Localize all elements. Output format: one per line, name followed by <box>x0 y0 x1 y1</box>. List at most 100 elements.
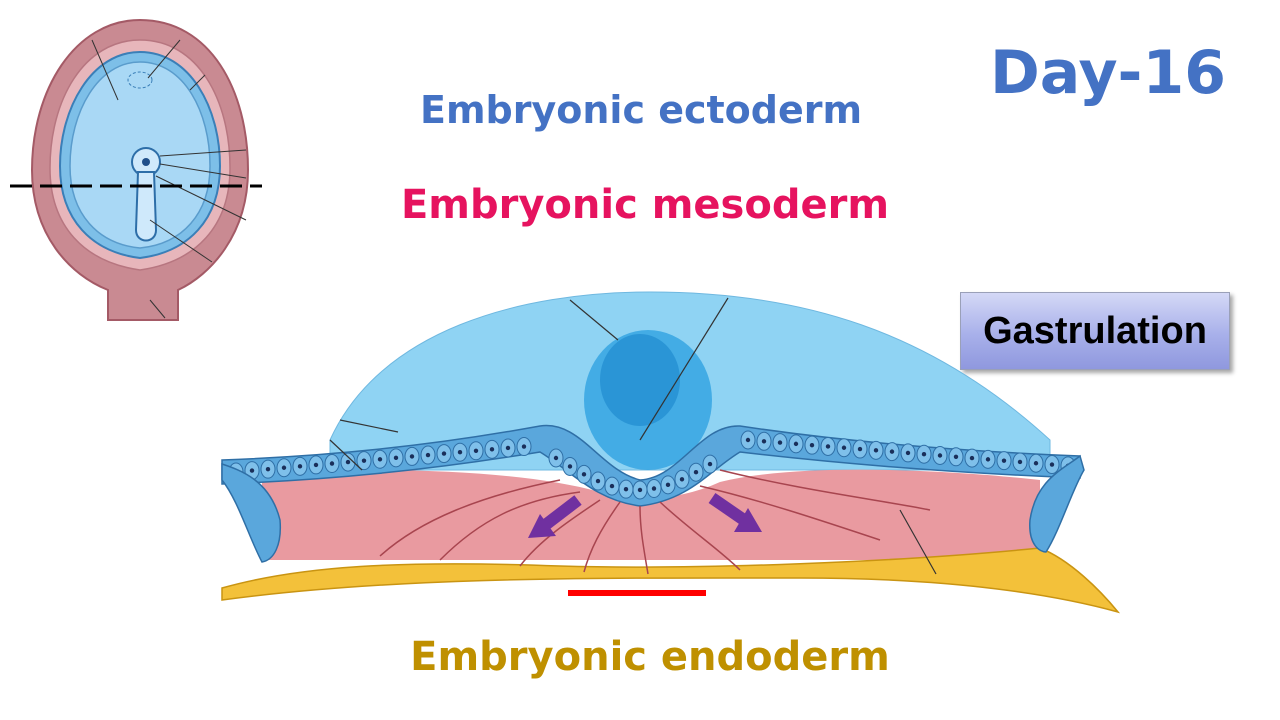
ectoderm-cell <box>404 446 420 466</box>
ectoderm-cell <box>1044 455 1060 475</box>
cell-nucleus <box>425 452 431 458</box>
cell-nucleus <box>521 444 527 449</box>
cell-nucleus <box>873 448 879 453</box>
ectoderm-cell <box>932 446 948 466</box>
ectoderm-cell <box>548 448 564 468</box>
ectoderm-cell <box>1028 453 1044 473</box>
cell-nucleus <box>377 457 383 462</box>
cell-nucleus <box>953 454 959 459</box>
cell-nucleus <box>841 445 847 450</box>
cell-nucleus <box>637 487 643 493</box>
ectoderm-cell-nuclei <box>228 430 1076 500</box>
ectoderm-cell <box>788 434 804 454</box>
ectoderm-cell <box>632 480 648 500</box>
cell-nucleus <box>233 469 239 475</box>
right-migration-arrow-icon <box>708 493 762 532</box>
day-label: Day-16 <box>990 38 1226 108</box>
cell-nucleus <box>777 440 783 445</box>
ectoderm-label: Embryonic ectoderm <box>420 88 863 132</box>
cell-nucleus <box>1033 461 1039 466</box>
ectoderm-cell <box>900 443 916 463</box>
gastrulation-badge: Gastrulation <box>960 292 1230 370</box>
cell-nucleus <box>679 477 685 482</box>
cell-nucleus <box>265 466 271 472</box>
ectoderm-cell <box>372 449 388 469</box>
ectoderm-cell <box>836 438 852 458</box>
cell-nucleus <box>921 452 927 457</box>
ectoderm-cell <box>674 469 690 489</box>
cell-nucleus <box>665 482 671 488</box>
cell-nucleus <box>581 472 587 477</box>
ectoderm-cell <box>228 462 244 482</box>
cell-nucleus <box>969 455 975 461</box>
cell-nucleus <box>489 447 495 452</box>
cell-nucleus <box>985 457 991 462</box>
ectoderm-cell <box>500 438 516 458</box>
ectoderm-cell <box>562 456 578 476</box>
ectoderm-cell <box>868 440 884 460</box>
cell-nucleus <box>761 439 767 444</box>
cell-nucleus <box>393 455 399 461</box>
ectoderm-cell <box>916 444 932 464</box>
ectoderm-cell <box>604 476 620 496</box>
ectoderm-cell <box>948 447 964 467</box>
ectoderm-cell <box>244 461 260 481</box>
ectoderm-cell <box>468 441 484 461</box>
ectoderm-cell <box>356 451 372 471</box>
ectoderm-cell <box>996 451 1012 471</box>
cell-nucleus <box>313 462 319 468</box>
cell-nucleus <box>409 454 415 459</box>
cell-nucleus <box>249 468 255 473</box>
ectoderm-cell <box>388 448 404 468</box>
cell-nucleus <box>693 469 699 475</box>
ectoderm-cell <box>688 462 704 482</box>
ectoderm-cell <box>308 455 324 475</box>
cell-nucleus <box>793 441 799 447</box>
ectoderm-cell <box>276 458 292 478</box>
ectoderm-cell <box>576 464 592 484</box>
mesoderm-label: Embryonic mesoderm <box>400 182 889 228</box>
ectoderm-cell <box>646 479 662 499</box>
ectoderm-cell <box>292 456 308 476</box>
cell-nucleus <box>505 445 511 451</box>
cell-nucleus <box>297 464 303 469</box>
cell-nucleus <box>889 449 895 454</box>
cell-nucleus <box>595 478 601 484</box>
cell-nucleus <box>567 464 573 469</box>
ectoderm-cell <box>884 442 900 462</box>
cell-nucleus <box>809 442 815 448</box>
cell-nucleus <box>1001 458 1007 463</box>
ectoderm-cell <box>964 448 980 468</box>
cell-nucleus <box>329 461 335 466</box>
inset-embryonic-disc <box>10 18 262 321</box>
ectoderm-cell <box>820 436 836 456</box>
left-migration-arrow-icon <box>528 495 582 538</box>
ectoderm-cell <box>516 437 532 457</box>
ectoderm-cell <box>756 431 772 451</box>
cell-nucleus <box>1017 459 1023 465</box>
cell-nucleus <box>825 444 831 449</box>
cell-nucleus <box>473 448 479 453</box>
cell-nucleus <box>609 483 615 489</box>
ectoderm-cell <box>804 435 820 455</box>
cell-nucleus <box>707 461 713 467</box>
cell-nucleus <box>651 486 657 491</box>
ectoderm-cell <box>436 444 452 464</box>
ectoderm-cell <box>1012 452 1028 472</box>
cell-nucleus <box>553 455 559 461</box>
cell-nucleus <box>1065 463 1071 469</box>
ectoderm-cell <box>772 433 788 453</box>
ectoderm-cell <box>1060 456 1076 476</box>
cell-nucleus <box>937 453 943 458</box>
ectoderm-cell <box>420 445 436 465</box>
cell-nucleus <box>441 451 447 456</box>
endoderm-label: Embryonic endoderm <box>410 634 890 680</box>
cell-nucleus <box>623 486 629 492</box>
cell-nucleus <box>345 459 351 465</box>
ectoderm-cell <box>324 454 340 474</box>
ectoderm-cell <box>618 479 634 499</box>
cell-nucleus <box>457 449 463 455</box>
cell-nucleus <box>857 446 863 452</box>
cell-nucleus <box>745 437 751 443</box>
ectoderm-cell <box>740 430 756 450</box>
